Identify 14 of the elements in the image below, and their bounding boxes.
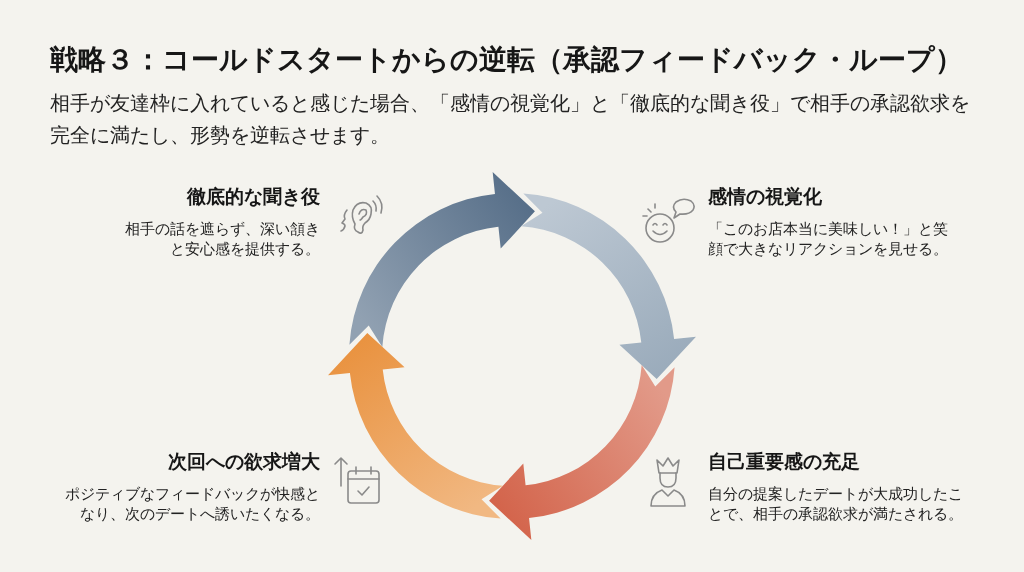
step-heading: 徹底的な聞き役: [187, 185, 320, 209]
curved-arrow: [521, 193, 696, 379]
step-description: ポジティブなフィードバックが快感となり、次のデートへ誘いたくなる。: [64, 485, 320, 524]
subtitle-text: 相手が友達枠に入れていると感じた場合、「感情の視覚化」と「徹底的な聞き役」で相手の承認欲求を完全に満たし、形勢を逆転させます。: [50, 91, 971, 148]
step-description: 相手の話を遮らず、深い頷きと安心感を提供する。: [124, 220, 320, 259]
step-heading: 感情の視覚化: [708, 185, 822, 209]
curved-arrow: [328, 333, 503, 519]
slide-title: 戦略３：コールドスタートからの逆転（承認フィードバック・ループ）: [50, 43, 963, 77]
step-description: 自分の提案したデートが大成功したことで、相手の承認欲求が満たされる。: [708, 485, 964, 524]
curved-arrow: [489, 365, 675, 540]
step-heading: 次回への欲求増大: [168, 450, 320, 474]
step-heading: 自己重要感の充足: [708, 450, 860, 474]
curved-arrow: [349, 172, 535, 347]
step-description: 「このお店本当に美味しい！」と笑顔で大きなリアクションを見せる。: [708, 220, 949, 259]
